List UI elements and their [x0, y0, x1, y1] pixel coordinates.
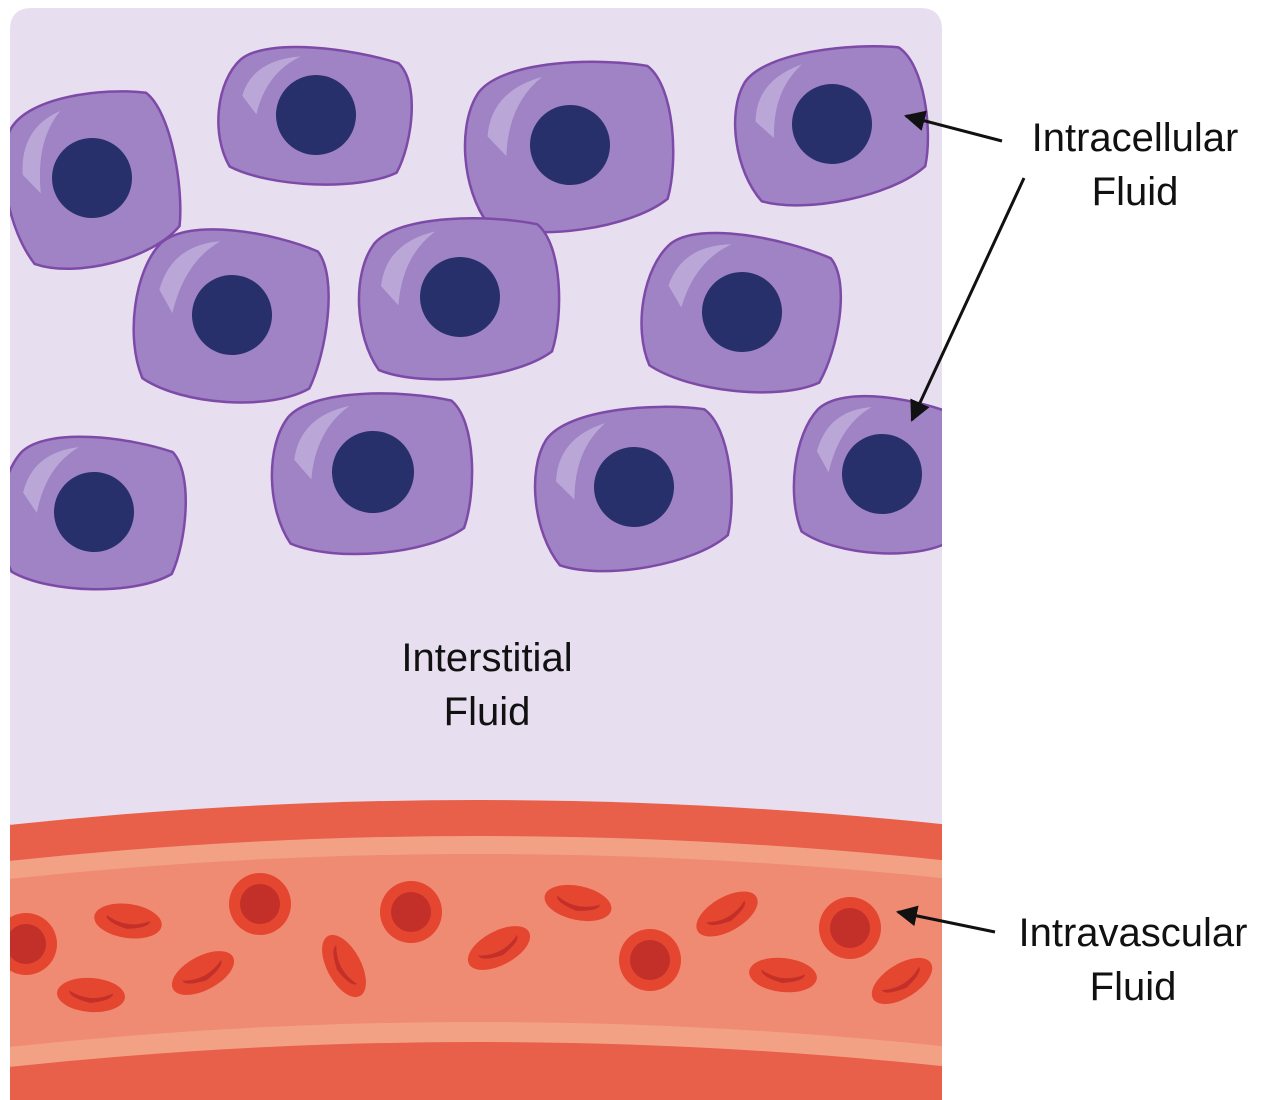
cell-icon: [126, 221, 335, 412]
rbc-center: [630, 940, 670, 980]
rbc-center: [240, 884, 280, 924]
cell-icon: [353, 212, 564, 386]
intracellular-label-line2: Fluid: [1015, 165, 1255, 219]
cell-icon: [787, 389, 975, 562]
interstitial-fluid-label: Interstitial Fluid: [360, 631, 614, 739]
red-blood-cell-icon: [819, 897, 881, 959]
rbc-center: [391, 892, 431, 932]
intracellular-label-line1: Intracellular: [1015, 111, 1255, 165]
rbc-center: [6, 924, 46, 964]
intravascular-label-line1: Intravascular: [1002, 906, 1264, 960]
blood-vessel: [0, 800, 960, 1100]
cell-icon: [214, 41, 416, 191]
interstitial-label-line2: Fluid: [360, 685, 614, 739]
interstitial-label-line1: Interstitial: [360, 631, 614, 685]
red-blood-cell-icon: [380, 881, 442, 943]
cell-icon: [268, 388, 477, 558]
red-blood-cell-icon: [229, 873, 291, 935]
intravascular-fluid-label: Intravascular Fluid: [1002, 906, 1264, 1014]
red-blood-cell-icon: [619, 929, 681, 991]
rbc-center: [830, 908, 870, 948]
cell-icon: [0, 433, 189, 595]
intravascular-label-line2: Fluid: [1002, 960, 1264, 1014]
intracellular-fluid-label: Intracellular Fluid: [1015, 111, 1255, 219]
